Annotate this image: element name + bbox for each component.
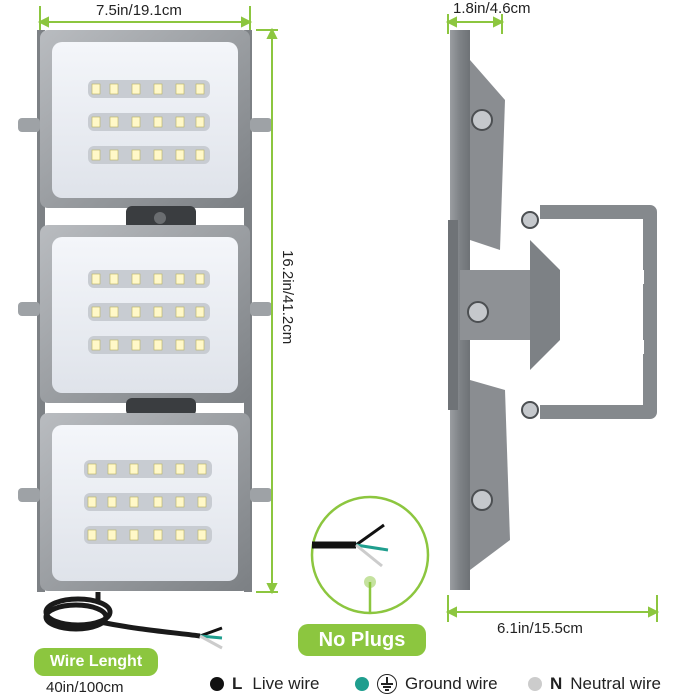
bracket-width-dimension-line bbox=[445, 595, 660, 622]
height-dimension-label: 16.2in/41.2cm bbox=[279, 250, 296, 345]
floodlight-panel-bottom bbox=[18, 413, 272, 591]
wire-length-badge: Wire Lenght bbox=[34, 648, 158, 676]
width-dimension-line bbox=[37, 6, 253, 30]
depth-dimension-line bbox=[445, 14, 505, 34]
wire-length-value: 40in/100cm bbox=[46, 679, 124, 696]
cable-wire-ends bbox=[199, 626, 223, 650]
legend-ground-wire: Ground wire bbox=[355, 674, 498, 694]
depth-dimension-label: 1.8in/4.6cm bbox=[453, 0, 531, 17]
side-view-housing bbox=[448, 30, 657, 590]
ground-wire-dot-icon bbox=[355, 677, 369, 691]
wire-zoom-callout bbox=[310, 495, 430, 615]
live-wire-letter: L bbox=[232, 674, 243, 693]
power-cable-coil bbox=[43, 592, 201, 639]
no-plugs-badge: No Plugs bbox=[298, 624, 426, 656]
floodlight-panel-middle bbox=[18, 225, 272, 403]
ground-symbol-icon bbox=[377, 674, 397, 694]
panel-joint-upper bbox=[126, 206, 196, 230]
neutral-wire-letter: N bbox=[550, 674, 563, 693]
ground-wire-label: Ground wire bbox=[405, 674, 498, 693]
width-dimension-label: 7.5in/19.1cm bbox=[96, 2, 182, 19]
legend-neutral-wire: N Neutral wire bbox=[528, 674, 661, 694]
bracket-width-dimension-label: 6.1in/15.5cm bbox=[497, 620, 583, 637]
side-view-knobs bbox=[467, 109, 539, 511]
neutral-wire-dot-icon bbox=[528, 677, 542, 691]
height-dimension-line bbox=[256, 27, 278, 595]
neutral-wire-label: Neutral wire bbox=[570, 674, 661, 693]
live-wire-dot-icon bbox=[210, 677, 224, 691]
floodlight-panel-top bbox=[18, 30, 272, 208]
legend-live-wire: L Live wire bbox=[210, 674, 319, 694]
live-wire-label: Live wire bbox=[252, 674, 320, 693]
panel-joint-lower bbox=[126, 398, 196, 416]
